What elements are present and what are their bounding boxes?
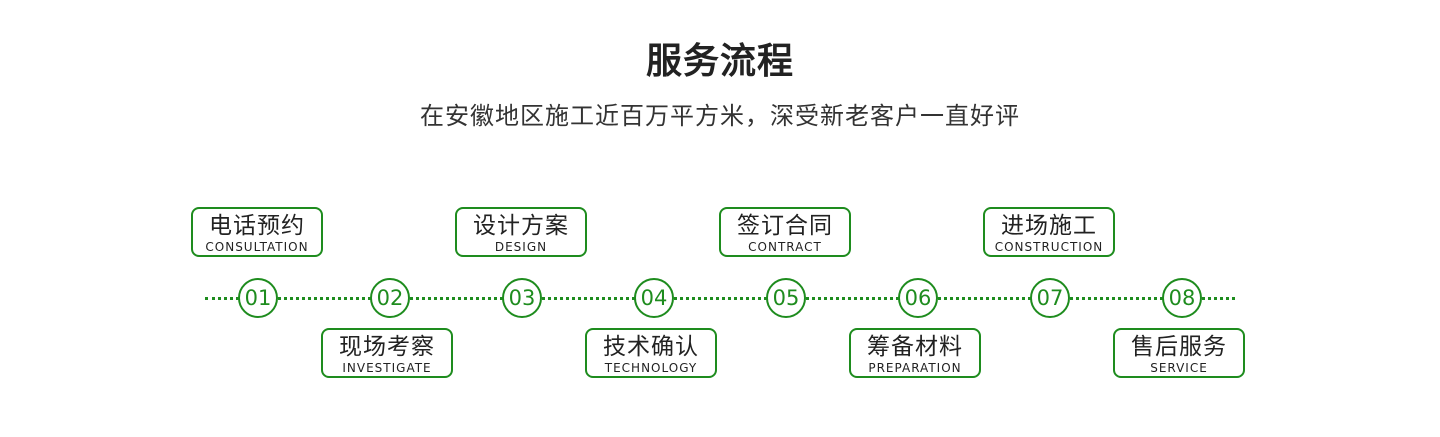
step-title: 售后服务	[1131, 334, 1227, 360]
step-number-08: 08	[1162, 278, 1202, 318]
step-title: 技术确认	[603, 334, 699, 360]
step-title: 筹备材料	[867, 334, 963, 360]
step-number-06: 06	[898, 278, 938, 318]
step-card-contract: 签订合同 CONTRACT	[719, 207, 851, 257]
step-title: 设计方案	[473, 213, 569, 239]
section-subtitle: 在安徽地区施工近百万平方米，深受新老客户一直好评	[420, 102, 1020, 130]
step-number-07: 07	[1030, 278, 1070, 318]
step-card-service: 售后服务 SERVICE	[1113, 328, 1245, 378]
step-subtitle: TECHNOLOGY	[604, 361, 698, 375]
step-subtitle: CONTRACT	[748, 240, 822, 254]
step-card-consultation: 电话预约 CONSULTATION	[191, 207, 323, 257]
step-card-investigate: 现场考察 INVESTIGATE	[321, 328, 453, 378]
step-subtitle: PREPARATION	[868, 361, 962, 375]
step-number-04: 04	[634, 278, 674, 318]
step-number-05: 05	[766, 278, 806, 318]
step-card-construction: 进场施工 CONSTRUCTION	[983, 207, 1115, 257]
step-title: 进场施工	[1001, 213, 1097, 239]
step-number-02: 02	[370, 278, 410, 318]
step-subtitle: INVESTIGATE	[342, 361, 432, 375]
step-subtitle: CONSTRUCTION	[994, 240, 1104, 254]
step-subtitle: SERVICE	[1150, 361, 1208, 375]
step-card-design: 设计方案 DESIGN	[455, 207, 587, 257]
step-subtitle: CONSULTATION	[205, 240, 309, 254]
timeline-dotted-line	[205, 297, 1235, 300]
step-number-01: 01	[238, 278, 278, 318]
step-subtitle: DESIGN	[494, 240, 548, 254]
step-title: 电话预约	[209, 213, 305, 239]
step-title: 签订合同	[737, 213, 833, 239]
step-title: 现场考察	[339, 334, 435, 360]
step-card-technology: 技术确认 TECHNOLOGY	[585, 328, 717, 378]
section-title: 服务流程	[645, 41, 794, 82]
step-number-03: 03	[502, 278, 542, 318]
step-card-preparation: 筹备材料 PREPARATION	[849, 328, 981, 378]
